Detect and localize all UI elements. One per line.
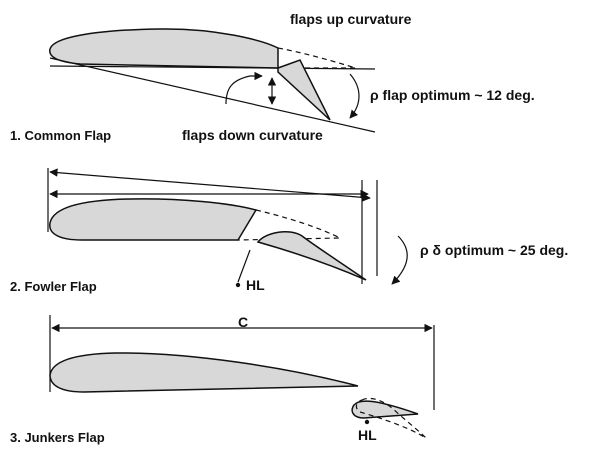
junkers-hinge-label: HL bbox=[358, 427, 377, 443]
junkers-flap-caption: 3. Junkers Flap bbox=[10, 430, 105, 445]
junkers-hinge-point bbox=[364, 419, 370, 425]
junkers-deflected-outline bbox=[355, 397, 427, 439]
fowler-airfoil bbox=[49, 198, 258, 241]
flap-angle-arc bbox=[349, 73, 360, 119]
common-airfoil bbox=[49, 28, 279, 69]
junkers-flap bbox=[351, 400, 419, 419]
chord-label: C bbox=[238, 314, 248, 330]
flap-angle-label: ρ flap optimum ~ 12 deg. bbox=[370, 87, 535, 103]
junkers-flap-figure: C HL 3. Junkers Flap bbox=[10, 314, 435, 445]
down-curvature-arrow bbox=[225, 71, 263, 105]
common-deflected-flap bbox=[277, 59, 331, 121]
fowler-hinge-pointer bbox=[237, 249, 251, 283]
common-flap-caption: 1. Common Flap bbox=[10, 128, 111, 143]
fowler-hinge-point bbox=[235, 282, 241, 288]
flaps-up-trailing-edge bbox=[277, 47, 357, 69]
chord-line-up bbox=[49, 65, 376, 70]
fowler-angle-label: ρ δ optimum ~ 25 deg. bbox=[420, 242, 568, 258]
fowler-angle-arc bbox=[391, 235, 408, 285]
common-flap-figure: flaps up curvature ρ flap optimum ~ 12 d… bbox=[10, 11, 535, 143]
chord-line-down bbox=[49, 57, 376, 133]
fowler-hinge-label: HL bbox=[246, 277, 265, 293]
junkers-airfoil bbox=[49, 352, 359, 393]
fowler-flap-caption: 2. Fowler Flap bbox=[10, 279, 97, 294]
flaps-up-label: flaps up curvature bbox=[290, 11, 412, 27]
fowler-retracted-outline bbox=[237, 209, 341, 241]
fowler-extended-flap bbox=[256, 230, 367, 281]
flaps-down-label: flaps down curvature bbox=[182, 127, 323, 143]
fowler-flap-figure: ρ δ optimum ~ 25 deg. HL 2. Fowler Flap bbox=[10, 168, 568, 294]
